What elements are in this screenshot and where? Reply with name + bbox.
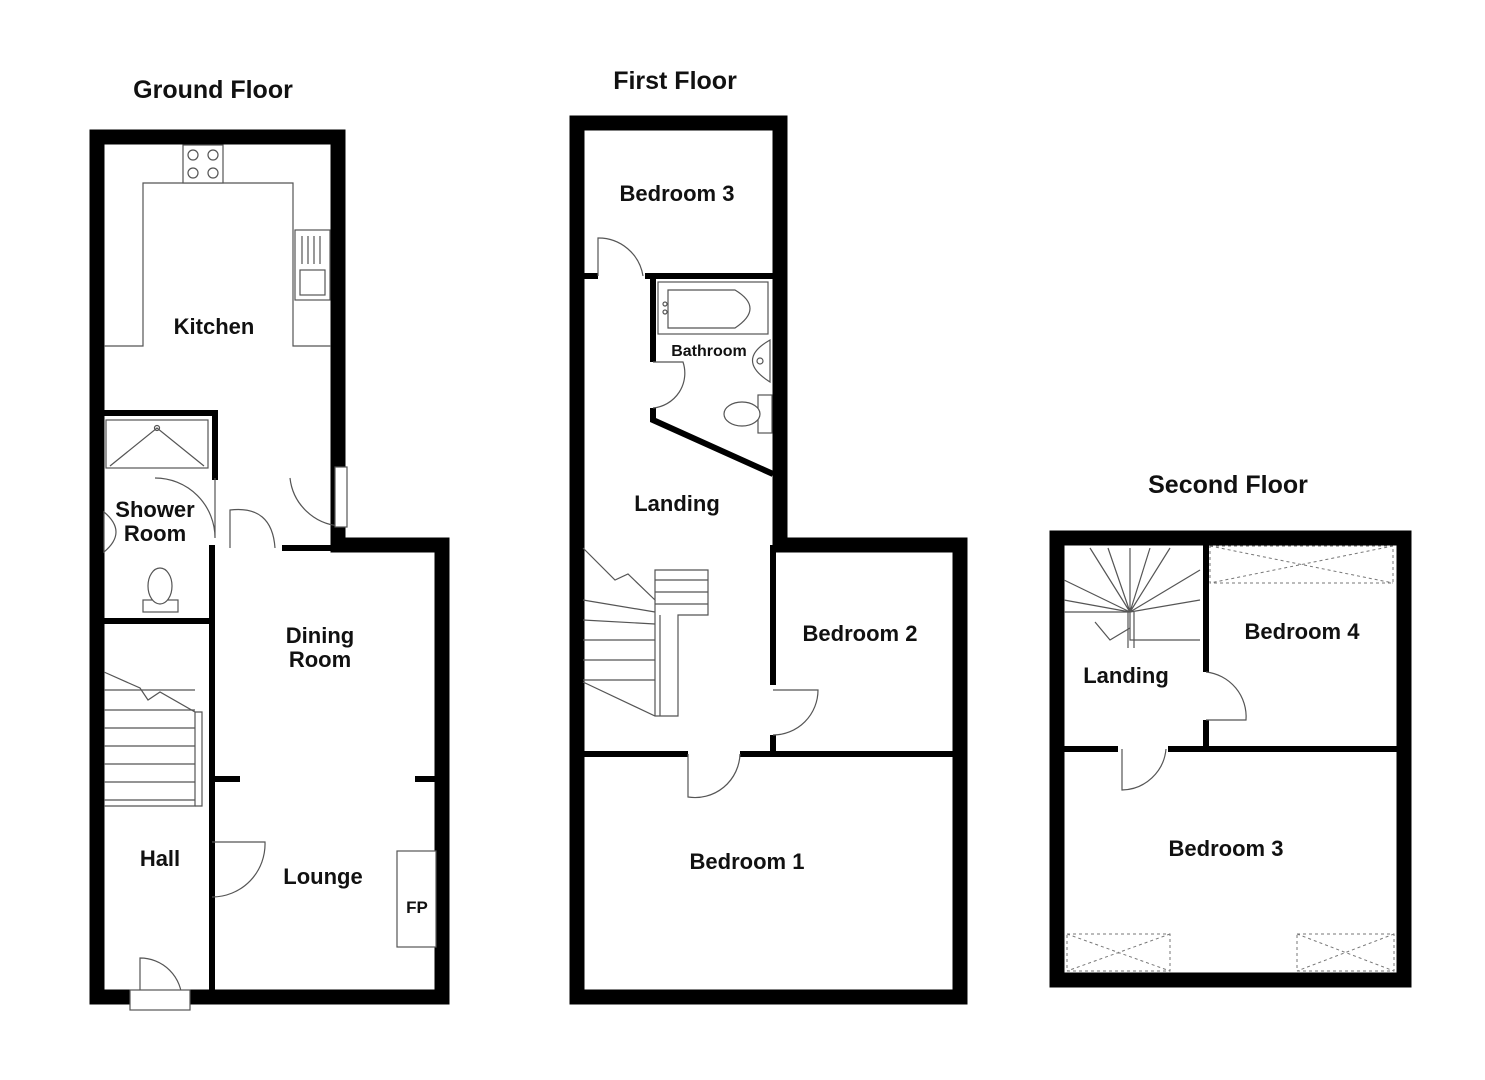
ground-floor-title: Ground Floor [133, 76, 293, 104]
bedroom4-label: Bedroom 4 [1245, 619, 1361, 644]
first-stairs [582, 547, 709, 717]
first-floor: First Floor [569, 67, 968, 1005]
ground-floor: Ground Floor [89, 76, 450, 1011]
skylight-top [1209, 545, 1394, 584]
first-bedroom3-label: Bedroom 3 [620, 181, 735, 206]
bathroom-label: Bathroom [671, 343, 747, 360]
first-landing-label: Landing [634, 491, 720, 516]
second-bedroom3-door-icon [1121, 748, 1167, 791]
skylight-bottom-right [1296, 933, 1395, 972]
first-bath-wall [650, 276, 775, 477]
back-door-frame [334, 466, 348, 528]
shower-basin-icon [103, 510, 117, 554]
bedroom2-label: Bedroom 2 [803, 621, 918, 646]
bathroom-door-icon [652, 361, 686, 409]
shower-door-icon [154, 477, 216, 539]
ground-toilet-icon [142, 567, 179, 613]
shower-room-label-line2: Room [124, 521, 186, 546]
lounge-door-icon [211, 841, 266, 898]
dining-room-label-line1: Dining [286, 623, 354, 648]
second-floor: Second Floor Landing Bedroo [1049, 471, 1412, 988]
second-landing-label: Landing [1083, 663, 1169, 688]
shower-tray-icon [105, 419, 209, 469]
second-outer-wall [1049, 530, 1412, 988]
second-bedroom3-label: Bedroom 3 [1169, 836, 1284, 861]
kitchen-label: Kitchen [174, 314, 255, 339]
first-floor-title: First Floor [613, 67, 737, 95]
skylight-bottom-left [1066, 933, 1171, 972]
hob-icon [182, 144, 224, 184]
hall-label: Hall [140, 846, 180, 871]
bedroom2-door-icon [772, 689, 819, 736]
bathroom-toilet-icon [723, 394, 773, 434]
bedroom1-door-icon [687, 753, 741, 799]
second-stairs [1063, 547, 1201, 648]
front-door-step [129, 989, 191, 1011]
ground-stairs [103, 671, 203, 807]
dining-room-label-line2: Room [289, 647, 351, 672]
kitchen-sink-icon [294, 229, 331, 301]
bedroom1-label: Bedroom 1 [690, 849, 805, 874]
bedroom4-door-icon [1205, 671, 1247, 721]
fireplace [396, 850, 437, 948]
ground-kitchen-wall [104, 410, 218, 480]
first-outer-wall [569, 115, 968, 1005]
bathroom-basin-icon [752, 338, 771, 384]
dining-door-icon [229, 508, 276, 549]
bedroom3-door-icon [597, 237, 644, 277]
bath-icon [657, 281, 769, 335]
lounge-label: Lounge [283, 864, 362, 889]
shower-room-label-line1: Shower [115, 497, 195, 522]
fireplace-label: FP [406, 898, 428, 917]
second-floor-title: Second Floor [1148, 471, 1308, 499]
